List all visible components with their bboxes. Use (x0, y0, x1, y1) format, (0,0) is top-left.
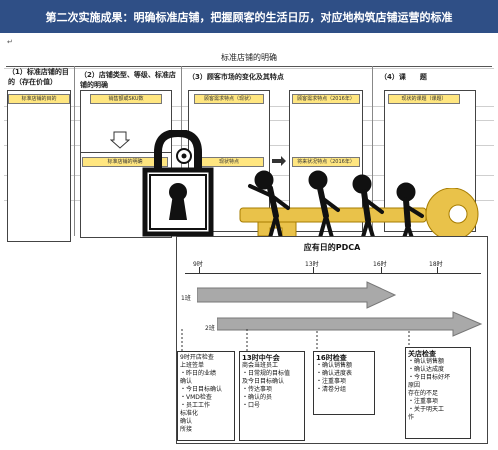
section-header-market: （3）顾客市场的变化及其特点 (188, 73, 284, 81)
card-line: 标准化 (180, 410, 199, 417)
card-line: ・口号 (242, 402, 261, 409)
card-line: ・确认进度表 (316, 370, 353, 377)
shift-2-arrow-icon (217, 311, 483, 337)
card-line: ・注重事项 (316, 378, 347, 385)
future-needs-bar: 顾客需求特点（2016年） (292, 94, 360, 104)
card-closing-check: 关店检查 ・确认销售额 ・确认达成度 ・今日目标好坏 原因 存在的不足 ・注重事… (405, 347, 471, 439)
card-line: ・确认的员 (242, 394, 273, 401)
time-13: 13时 (305, 261, 319, 268)
card-line: 原因 (408, 382, 421, 389)
section-header-store-type: （2）店铺类型、等级、标准店铺的明确 (80, 71, 176, 89)
card-line: ・注重事项 (408, 398, 439, 405)
card-line: ・昨日的业绩 (180, 370, 217, 377)
page-mark: ↵ (7, 38, 13, 46)
standard-store-bar: 标准店铺的明确 (82, 157, 168, 167)
timeline (185, 273, 481, 274)
card-afternoon-check: 16时检查 ・确认销售额 ・确认进度表 ・注重事项 ・清卷分组 (313, 351, 375, 415)
timeline-tick (437, 267, 438, 274)
card-line: ・清卷分组 (316, 386, 347, 393)
document-title: 标准店铺的明确 (221, 53, 277, 62)
card-line: ・今日目标好坏 (408, 374, 451, 381)
shift-2: 2班 (205, 325, 215, 332)
current-needs-bar: 顾客需求特点（现状） (194, 94, 264, 104)
sales-sku-bar: 销售额或SKU数 (90, 94, 162, 104)
pdca-title: 应有日的PDCA (303, 243, 361, 252)
pdca-panel: 应有日的PDCA 9时 13时 16时 18时 1班 2班 9时开店检查 上班签… (176, 236, 488, 444)
time-9: 9时 (193, 261, 203, 268)
right-arrow-icon (272, 156, 286, 166)
card-line: ・确认达成度 (408, 366, 445, 373)
time-18: 18时 (429, 261, 443, 268)
card-line: 及今日目标确认 (242, 378, 285, 385)
header-banner (0, 0, 498, 33)
card-line: ・日常规的目标值 (242, 370, 291, 377)
card-line: 确认 (180, 418, 193, 425)
card-opening-check: 9时开店检查 上班签单 ・昨日的业绩 确认 ・今日目标确认 ・VMD检查 ・员工… (177, 351, 235, 441)
title-divider (6, 66, 492, 67)
card-line: 存在的不足 (408, 390, 439, 397)
card-line: 9时开店检查 (180, 354, 214, 361)
timeline-tick (313, 267, 314, 274)
grid-row (4, 68, 494, 69)
time-16: 16时 (373, 261, 387, 268)
card-line: 商会当班员工 (242, 362, 279, 369)
purpose-bar: 标准店铺的目的 (8, 94, 70, 104)
card-line: ・VMD检查 (180, 394, 212, 401)
padlock-icon (142, 130, 214, 237)
column-divider (372, 66, 373, 236)
card-line: ・确认销售额 (408, 358, 445, 365)
card-line: 上班签单 (180, 362, 205, 369)
card-line: ・关于明天工 (408, 406, 445, 413)
shift-1-arrow-icon (197, 281, 397, 309)
lock-cylinder-icon (176, 148, 192, 164)
card-line: ・员工工作 (180, 402, 211, 409)
section-header-purpose: （1）标准店铺的目的（存在价值） (8, 68, 69, 86)
down-arrow-icon (110, 131, 130, 149)
card-noon-meeting: 13时中午会 商会当班员工 ・日常规的目标值 及今日目标确认 ・传达事项 ・确认… (239, 351, 305, 441)
card-title: 关店检查 (408, 350, 436, 358)
card-line: ・今日目标确认 (180, 386, 223, 393)
card-line: ・确认销售额 (316, 362, 353, 369)
banner-title: 第二次实施成果：明确标准店铺，把握顾客的生活日历，对应地构筑店铺运营的标准 (45, 11, 453, 24)
current-issue-bar: 现状的课题（课题） (388, 94, 460, 104)
card-title: 13时中午会 (242, 354, 280, 362)
card-line: 作 (408, 414, 415, 421)
section-header-issues: （4）课 题 (380, 73, 427, 81)
card-line: 所接 (180, 426, 193, 433)
card-line: 确认 (180, 378, 193, 385)
card-title: 16时检查 (316, 354, 347, 362)
timeline-tick (199, 267, 200, 274)
shift-1: 1班 (181, 295, 191, 302)
purpose-box (7, 90, 71, 242)
column-divider (74, 66, 75, 236)
future-features-bar: 将来状况特点（2016年） (292, 157, 360, 167)
timeline-tick (381, 267, 382, 274)
card-line: ・传达事项 (242, 386, 273, 393)
